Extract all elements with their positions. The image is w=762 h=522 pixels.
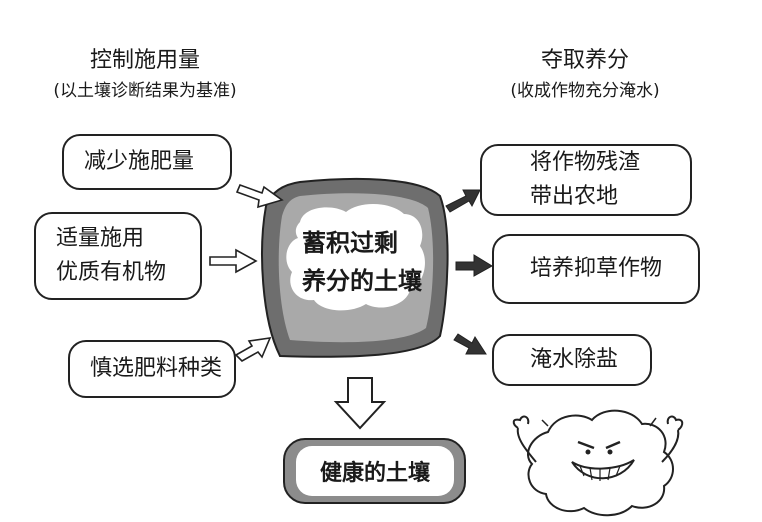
right-box-label: 培养抑草作物 [530,256,663,281]
healthy-soil-box: 健康的土壤 [296,446,454,496]
right-box-flood-desalinate: 淹水除盐 [492,334,652,386]
arrow-right-middle [455,254,493,277]
left-box-reduce-fertilizer: 减少施肥量 [62,134,232,190]
soil-blob-cloud [286,203,425,311]
right-box-label: 淹水除盐 [530,347,619,372]
arrow-left-middle [209,248,258,274]
left-box-select-fertilizer: 慎选肥料种类 [68,340,236,398]
left-heading-title: 控制施用量 [89,48,200,73]
center-soil-label: 蓄积过剩 养分的土壤 [302,229,422,295]
left-box-label: 减少施肥量 [84,149,195,174]
left-box-label: 适量施用 优质有机物 [56,226,167,285]
arrow-right-top [445,189,481,213]
right-box-remove-residue: 将作物残渣 带出农地 [480,144,692,216]
left-heading-subtitle: (以土壤诊断结果为基准) [53,81,237,101]
left-box-label: 慎选肥料种类 [90,356,223,381]
happy-soil-cloud-icon [512,409,684,517]
arrow-left-bottom [234,337,272,362]
arrow-down [333,377,387,430]
right-box-weed-crop: 培养抑草作物 [492,234,700,304]
right-heading-subtitle: (收成作物充分淹水) [510,81,660,101]
right-box-label: 将作物残渣 带出农地 [530,150,641,209]
arrow-left-top [235,183,284,209]
arrow-right-bottom [453,333,487,355]
left-box-organic-matter: 适量施用 优质有机物 [34,212,202,300]
healthy-soil-label: 健康的土壤 [319,461,430,486]
right-heading-title: 夺取养分 [540,48,629,73]
